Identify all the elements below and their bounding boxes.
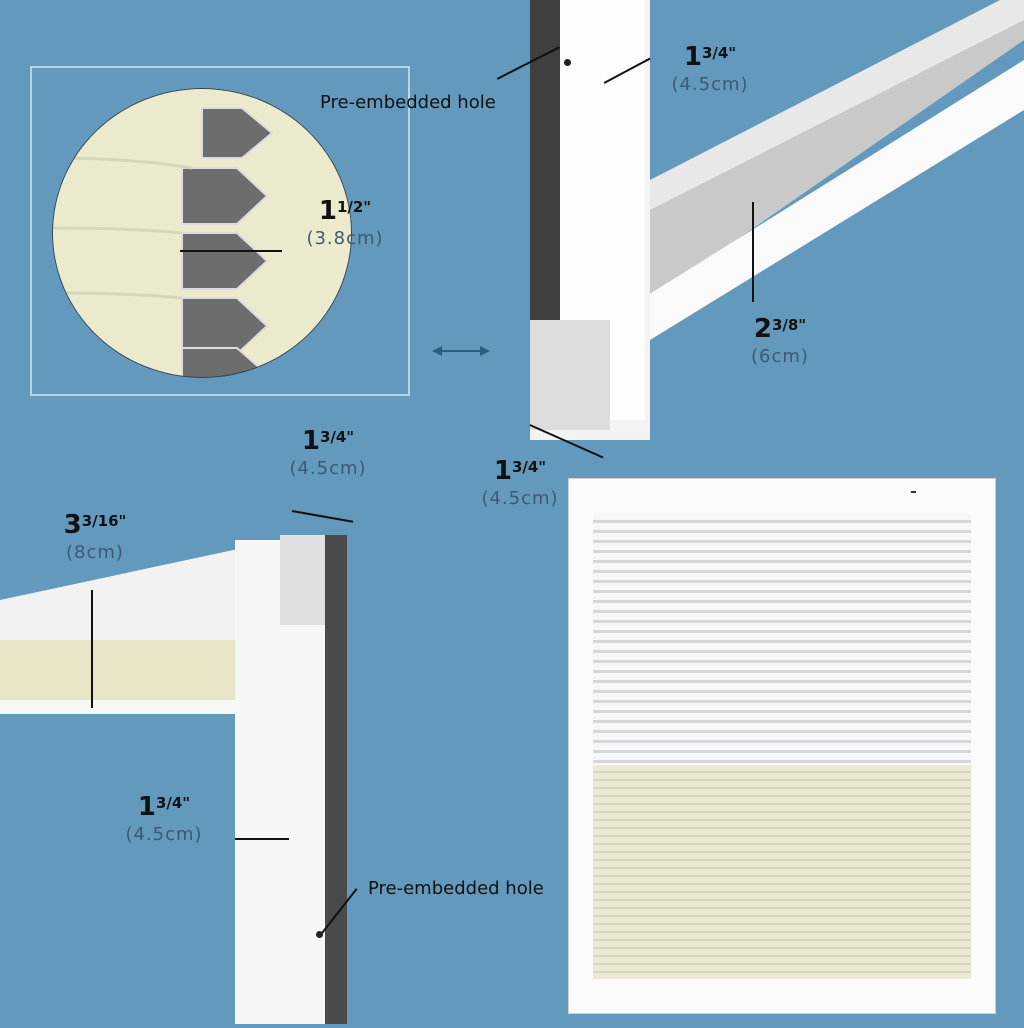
top-dim-line-bottom bbox=[291, 510, 354, 523]
shade-top-white bbox=[593, 513, 971, 765]
pre-embedded-hole-label-bottom: Pre-embedded hole bbox=[368, 878, 544, 899]
double-arrow-icon bbox=[432, 343, 490, 357]
inset-box bbox=[30, 66, 410, 396]
pre-embedded-hole-dot-bottom bbox=[316, 931, 323, 938]
bottom-top-dimension: 13/4" (4.5cm) bbox=[289, 426, 367, 479]
height-dimension: 23/8" (6cm) bbox=[751, 314, 809, 367]
top-width-dimension: 13/4" (4.5cm) bbox=[671, 42, 749, 95]
depth-dimension: 13/4" (4.5cm) bbox=[481, 456, 559, 509]
head-height-dimension: 33/16" (8cm) bbox=[63, 510, 127, 563]
window-hole-mark bbox=[911, 491, 916, 493]
frame-corner-top bbox=[520, 0, 1024, 450]
height-dim-line bbox=[752, 202, 754, 302]
inset-dimension: 11/2" (3.8cm) bbox=[306, 196, 384, 249]
window-shade-preview bbox=[568, 478, 996, 1014]
side-width-dimension: 13/4" (4.5cm) bbox=[125, 792, 203, 845]
side-dim-line bbox=[235, 838, 289, 840]
arc-outline bbox=[52, 88, 352, 378]
shade-bottom-cream bbox=[593, 765, 971, 979]
frame-corner-bottom bbox=[0, 530, 360, 1024]
pre-embedded-hole-dot bbox=[564, 59, 571, 66]
head-dim-line bbox=[91, 590, 93, 708]
pre-embedded-hole-label-top: Pre-embedded hole bbox=[320, 92, 496, 113]
